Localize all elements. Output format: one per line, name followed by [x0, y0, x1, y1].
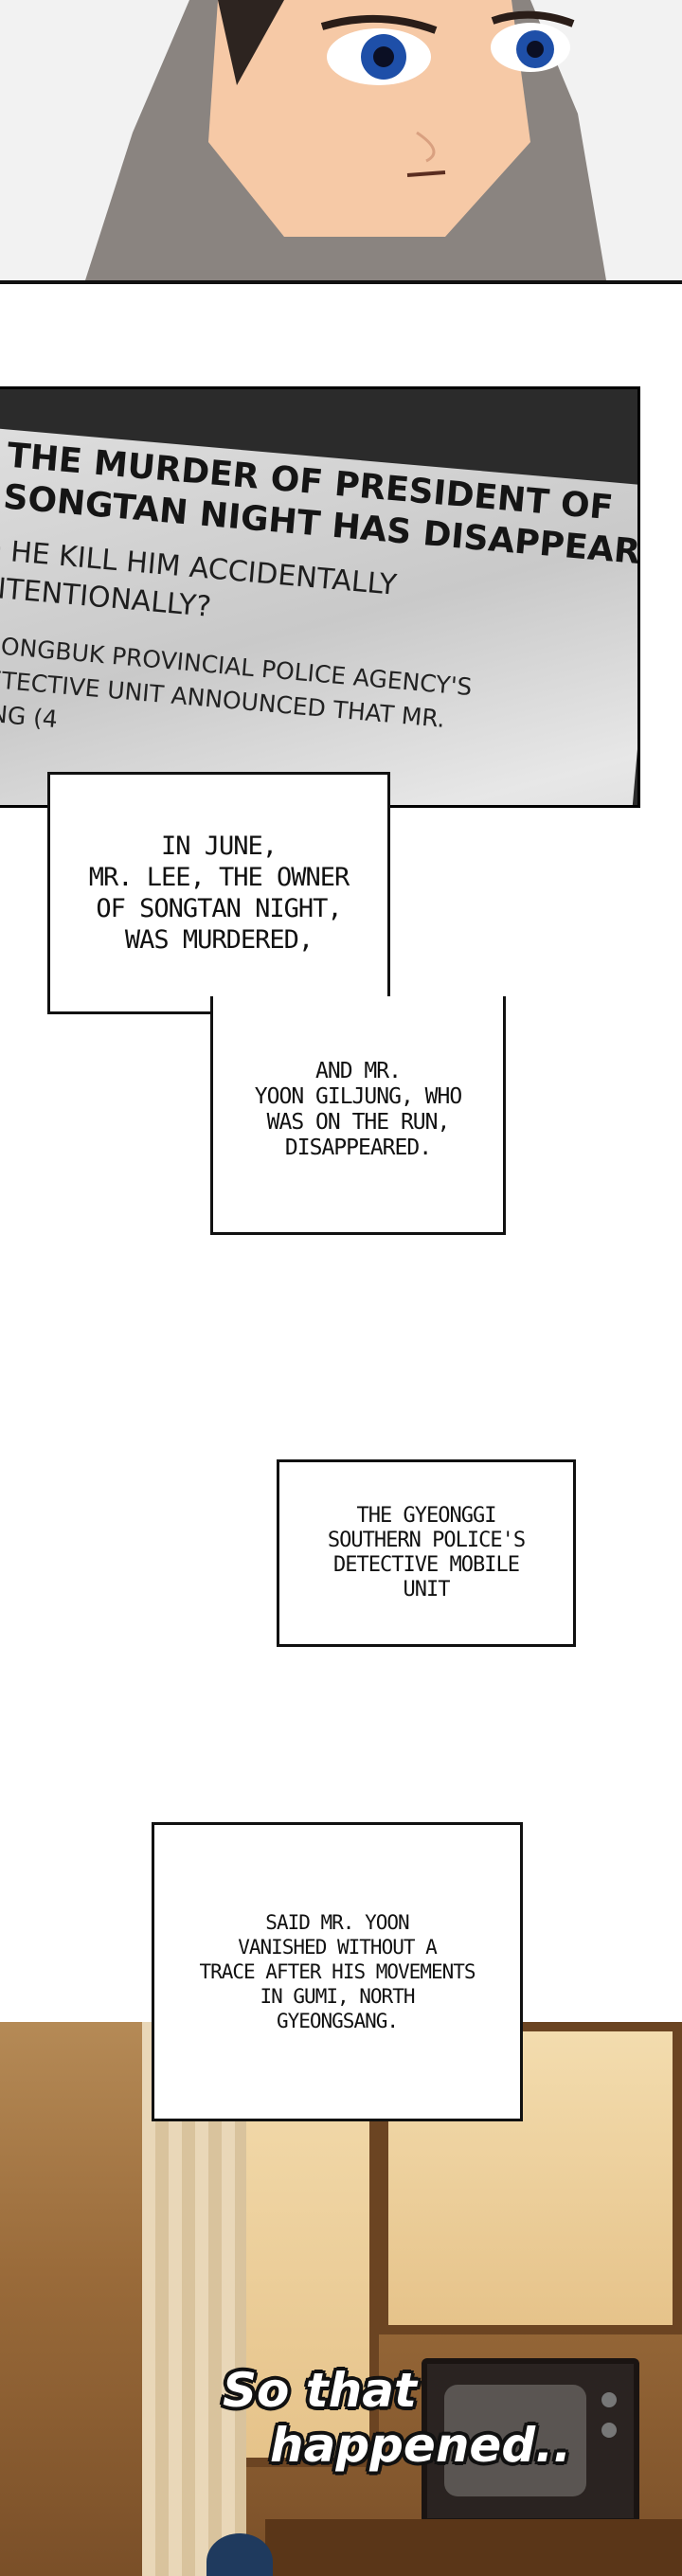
table — [265, 2519, 682, 2576]
tv-set — [422, 2358, 639, 2524]
caption-box-2: AND MR. YOON GILJUNG, WHO WAS ON THE RUN… — [210, 996, 506, 1235]
caption-text-3: THE GYEONGGI SOUTHERN POLICE'S DETECTIVE… — [327, 1504, 526, 1601]
caption-text-1: IN JUNE, MR. LEE, THE OWNER OF SONGTAN N… — [88, 832, 350, 955]
tv-knob — [601, 2392, 617, 2407]
caption-text-4: SAID MR. YOON VANISHED WITHOUT A TRACE A… — [199, 1911, 476, 2032]
caption-box-4: SAID MR. YOON VANISHED WITHOUT A TRACE A… — [152, 1822, 523, 2121]
newspaper-sheet: THE MURDER OF PRESIDENT OF SONGTAN NIGHT… — [0, 427, 637, 805]
caption-box-3: THE GYEONGGI SOUTHERN POLICE'S DETECTIVE… — [277, 1459, 576, 1647]
sfx-line1: So that — [223, 2363, 417, 2418]
newspaper-body-line3: JUNG (4 — [0, 697, 60, 734]
panel-border — [0, 280, 682, 284]
panel-face-closeup — [0, 0, 682, 284]
face-illustration — [0, 0, 682, 284]
sfx-line2: happened.. — [270, 2418, 572, 2473]
character-head — [206, 2533, 273, 2576]
caption-text-2: AND MR. YOON GILJUNG, WHO WAS ON THE RUN… — [254, 1058, 462, 1160]
tv-screen — [444, 2385, 586, 2496]
tv-knob — [601, 2423, 617, 2438]
caption-box-1: IN JUNE, MR. LEE, THE OWNER OF SONGTAN N… — [47, 772, 390, 1014]
window-right — [379, 2022, 682, 2334]
panel-newspaper: THE MURDER OF PRESIDENT OF SONGTAN NIGHT… — [0, 386, 640, 808]
